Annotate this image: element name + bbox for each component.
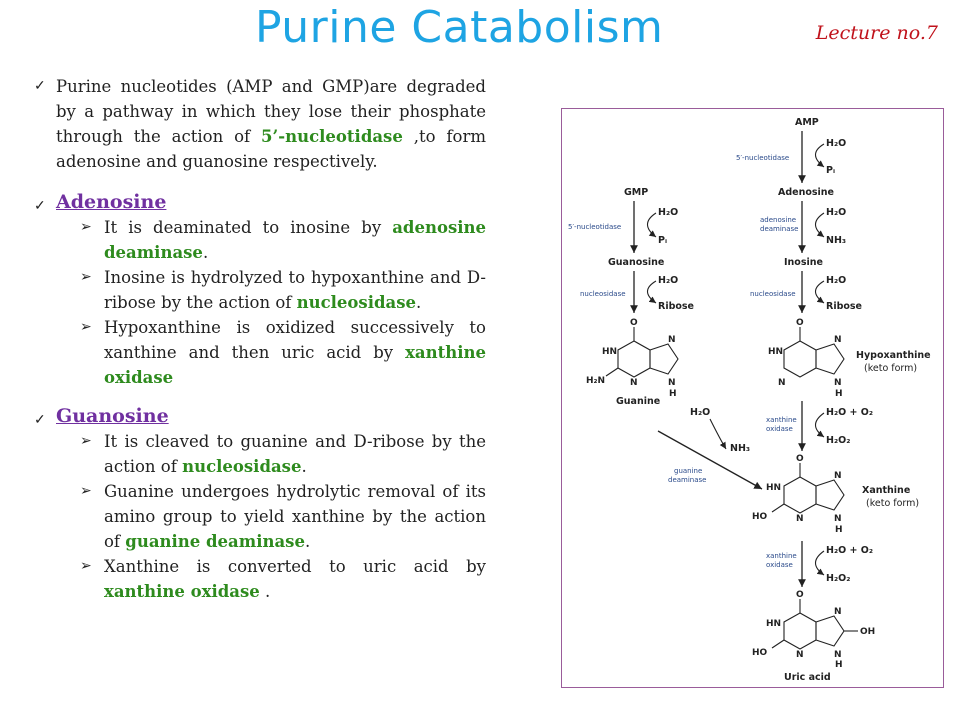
svg-text:O: O [630, 318, 638, 328]
xanthine-structure [771, 463, 845, 514]
arrow-bullet-icon: ➢ [80, 269, 92, 285]
hypoxanthine-structure [783, 327, 845, 378]
uric-acid-label: Uric acid [784, 672, 831, 683]
svg-text:N: N [796, 514, 804, 524]
svg-text:oxidase: oxidase [766, 561, 793, 569]
svg-text:O: O [796, 590, 804, 600]
svg-text:deaminase: deaminase [760, 225, 798, 233]
svg-text:N: N [834, 378, 842, 388]
svg-text:N: N [668, 335, 676, 345]
svg-text:guanine: guanine [674, 467, 702, 475]
guanosine-item: ➢ It is cleaved to guanine and D-ribose … [34, 429, 486, 479]
adenosine-item: ➢ It is deaminated to inosine by adenosi… [34, 215, 486, 265]
guanine-deaminase-arrow [657, 430, 763, 490]
svg-text:HN: HN [766, 483, 781, 493]
lecture-label: Lecture no.7 [815, 22, 938, 44]
svg-text:H₂N: H₂N [586, 376, 605, 386]
svg-text:Pᵢ: Pᵢ [658, 235, 667, 246]
adenosine-item: ➢ Hypoxanthine is oxidized successively … [34, 315, 486, 390]
svg-text:N: N [834, 514, 842, 524]
xanthine-label: Xanthine [862, 485, 910, 496]
svg-text:H₂O: H₂O [826, 207, 846, 218]
svg-text:adenosine: adenosine [760, 216, 796, 224]
arrow-bullet-icon: ➢ [80, 219, 92, 235]
svg-text:H: H [835, 660, 843, 670]
checkmark-icon: ✓ [34, 198, 46, 214]
checkmark-icon: ✓ [34, 78, 46, 94]
guanine-structure [605, 327, 679, 378]
guanine-label: Guanine [616, 396, 660, 407]
svg-text:HN: HN [768, 347, 783, 357]
gmp-label: GMP [624, 187, 648, 198]
svg-text:H₂O: H₂O [826, 138, 846, 149]
enzyme-name: 5’-nucleotidase [261, 127, 403, 146]
svg-text:HN: HN [766, 619, 781, 629]
svg-text:N: N [668, 378, 676, 388]
svg-text:N: N [834, 650, 842, 660]
arrow-bullet-icon: ➢ [80, 483, 92, 499]
svg-text:O: O [796, 318, 804, 328]
svg-text:N: N [834, 471, 842, 481]
arrow-bullet-icon: ➢ [80, 558, 92, 574]
svg-text:NH₃: NH₃ [826, 235, 846, 246]
guanosine-item: ➢ Guanine undergoes hydrolytic removal o… [34, 479, 486, 554]
svg-text:xanthine: xanthine [766, 416, 797, 424]
arrow-bullet-icon: ➢ [80, 433, 92, 449]
curved-arrow [814, 143, 825, 168]
adenosine-item: ➢ Inosine is hydrolyzed to hypoxanthine … [34, 265, 486, 315]
svg-text:deaminase: deaminase [668, 476, 706, 484]
adenosine-label: Adenosine [778, 187, 834, 198]
svg-text:HO: HO [752, 512, 768, 522]
svg-text:N: N [796, 650, 804, 660]
svg-text:H₂O: H₂O [826, 275, 846, 286]
svg-text:N: N [834, 335, 842, 345]
enzyme-label: 5′-nucleotidase [736, 154, 789, 162]
amp-label: AMP [795, 117, 819, 128]
svg-text:O: O [796, 454, 804, 464]
svg-text:H₂O: H₂O [658, 207, 678, 218]
svg-text:H₂O: H₂O [658, 275, 678, 286]
svg-text:H₂O: H₂O [690, 407, 710, 418]
page-title: Purine Catabolism [255, 2, 664, 53]
guanosine-heading: ✓ Guanosine [34, 404, 486, 429]
purine-pathway-diagram: AMP H₂O Pᵢ 5′-nucleotidase Adenosine H₂O… [561, 108, 944, 688]
inosine-label: Inosine [784, 257, 823, 268]
svg-text:(keto form): (keto form) [866, 498, 919, 509]
guanosine-label: Guanosine [608, 257, 664, 268]
svg-text:NH₃: NH₃ [730, 443, 750, 454]
svg-text:H: H [835, 389, 843, 399]
intro-bullet: ✓ Purine nucleotides (AMP and GMP)are de… [34, 74, 486, 174]
adenosine-heading: ✓ Adenosine [34, 190, 486, 215]
svg-text:H₂O + O₂: H₂O + O₂ [826, 407, 873, 418]
svg-text:5′-nucleotidase: 5′-nucleotidase [568, 223, 621, 231]
svg-text:H₂O₂: H₂O₂ [826, 573, 850, 584]
svg-text:H₂O + O₂: H₂O + O₂ [826, 545, 873, 556]
svg-text:N: N [630, 378, 638, 388]
svg-text:HO: HO [752, 648, 768, 658]
svg-text:nucleosidase: nucleosidase [750, 290, 796, 298]
arrow-bullet-icon: ➢ [80, 319, 92, 335]
checkmark-icon: ✓ [34, 412, 46, 428]
svg-text:N: N [778, 378, 786, 388]
svg-text:Ribose: Ribose [658, 301, 694, 312]
svg-text:OH: OH [860, 627, 875, 637]
hypoxanthine-label: Hypoxanthine [856, 350, 931, 361]
svg-text:Ribose: Ribose [826, 301, 862, 312]
svg-text:nucleosidase: nucleosidase [580, 290, 626, 298]
guanosine-item: ➢ Xanthine is converted to uric acid by … [34, 554, 486, 604]
svg-text:H: H [835, 525, 843, 535]
svg-text:oxidase: oxidase [766, 425, 793, 433]
svg-text:H: H [669, 389, 677, 399]
svg-text:H₂O₂: H₂O₂ [826, 435, 850, 446]
notes-text: ✓ Purine nucleotides (AMP and GMP)are de… [34, 74, 486, 604]
uric-acid-structure [771, 599, 858, 650]
svg-text:HN: HN [602, 347, 617, 357]
svg-text:(keto form): (keto form) [864, 363, 917, 374]
svg-text:xanthine: xanthine [766, 552, 797, 560]
svg-text:N: N [834, 607, 842, 617]
svg-text:Pᵢ: Pᵢ [826, 165, 835, 176]
